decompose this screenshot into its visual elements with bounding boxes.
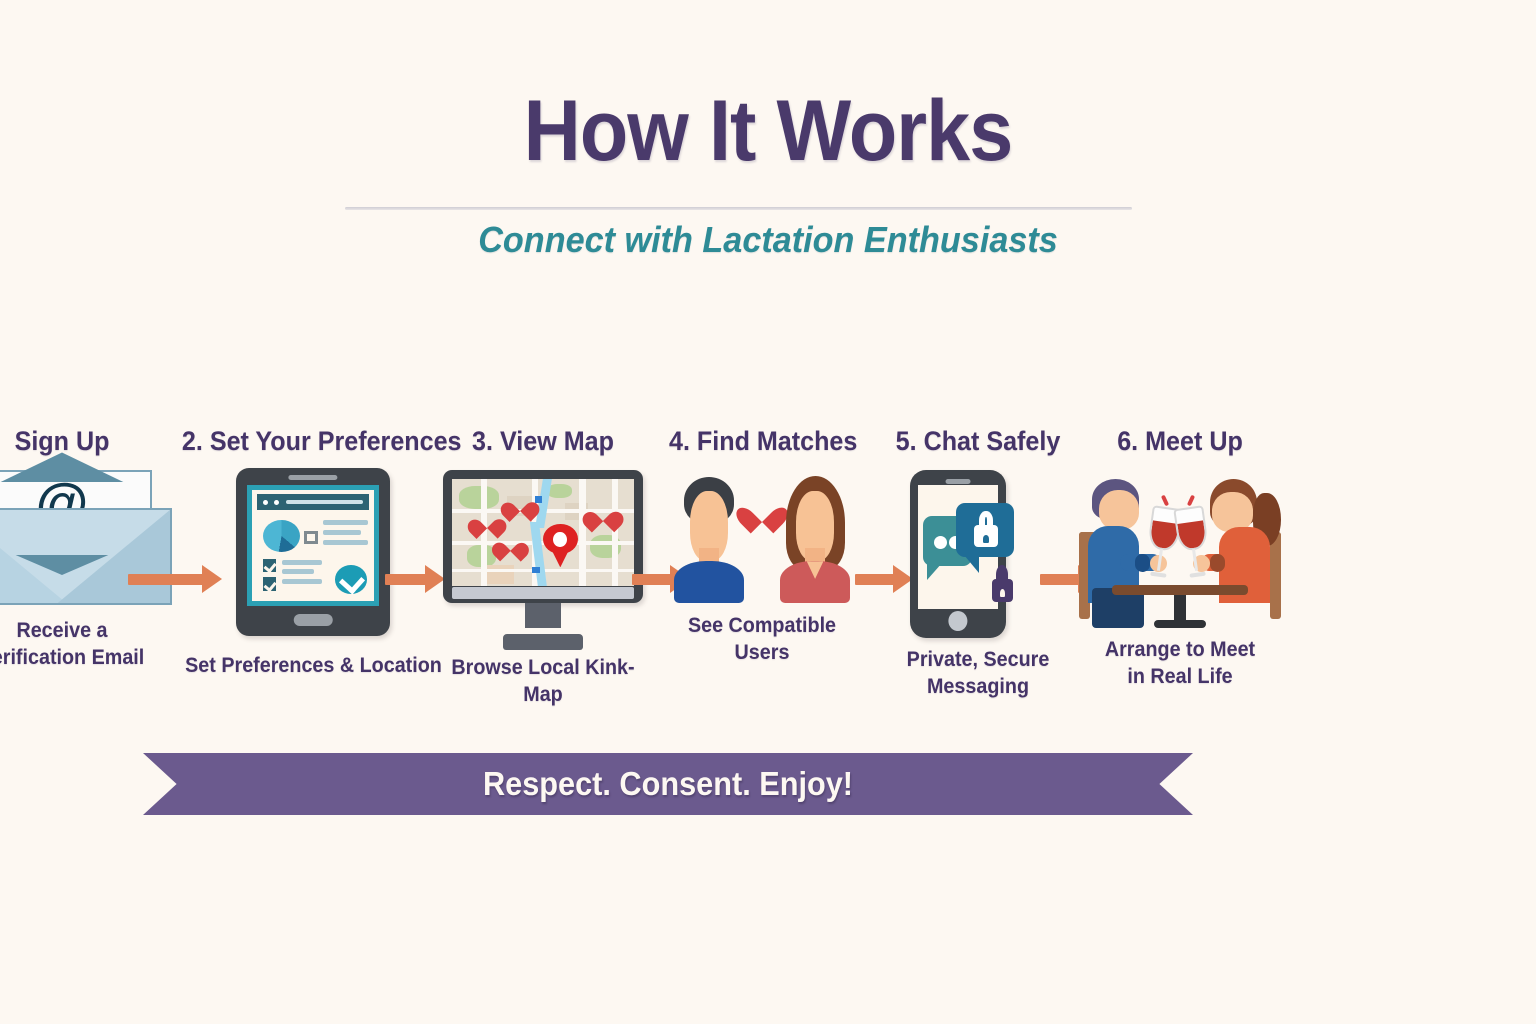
step-3-heading: 3. View Map: [472, 426, 614, 456]
match-heart-icon: [746, 496, 778, 529]
lock-icon-white: [973, 511, 999, 548]
step-2-caption: Set Preferences & Location: [185, 654, 442, 677]
chair-right: [1269, 531, 1281, 619]
toast-spark-left: [1160, 494, 1170, 507]
step-6-heading: 6. Meet Up: [1117, 426, 1243, 456]
map-heart-3: [496, 535, 525, 555]
tablet-home-button: [293, 614, 333, 626]
avatar-male: [672, 473, 746, 603]
step-6-caption-line2: in Real Life: [1127, 665, 1233, 688]
chat-bubble-blue-tail: [964, 554, 980, 573]
man-head: [1098, 490, 1140, 531]
page-title: How It Works: [523, 83, 1014, 179]
woman-sleeve-cuff: [1209, 553, 1225, 573]
map-screen: [452, 479, 634, 586]
step-5-caption-line1: Private, Secure: [906, 648, 1050, 671]
phone-screen: [917, 485, 1015, 610]
step-4-heading: 4. Find Matches: [669, 426, 858, 456]
step-1-sign-up: Sign Up @ Receive a Verification Email: [0, 415, 172, 715]
chat-bubble-blue: [956, 502, 1015, 558]
tablet-toolbar: [256, 494, 370, 510]
tablet-speaker: [288, 475, 338, 480]
toast-spark-right: [1186, 494, 1195, 507]
table-leg: [1173, 595, 1187, 622]
desktop-map-icon: [443, 470, 643, 650]
step-5-caption-line2: Messaging: [926, 675, 1030, 698]
map-heart-1: [472, 511, 503, 532]
step-5-chat-safely: 5. Chat Safely: [878, 415, 1078, 715]
checkbox-square: [304, 530, 318, 545]
ribbon-banner: [143, 753, 1193, 815]
two-users-heart-icon: [672, 473, 852, 603]
phone-chat-lock-icon: [910, 470, 1015, 638]
step-2-set-preferences: 2. Set Your Preferences: [172, 415, 462, 715]
avatar-female-shirt: [780, 561, 850, 603]
table-top: [1111, 584, 1249, 596]
tablet-icon: [236, 468, 390, 636]
confirm-check-icon: [335, 565, 367, 595]
phone-speaker: [945, 479, 971, 484]
ribbon-text: Respect. Consent. Enjoy!: [482, 765, 854, 802]
step-2-heading: 2. Set Your Preferences: [181, 426, 462, 456]
monitor-chin: [452, 587, 634, 600]
lock-icon-purple: [991, 564, 1013, 602]
map-location-pin: [543, 524, 578, 568]
checklist-item-1: [262, 558, 277, 572]
arrow-1: [128, 565, 222, 593]
page-subtitle: Connect with Lactation Enthusiasts: [478, 219, 1058, 260]
monitor-stand-neck: [525, 603, 561, 629]
avatar-male-shirt: [674, 561, 744, 603]
step-4-caption-line2: Users: [734, 641, 790, 664]
step-4-find-matches: 4. Find Matches See Compatible Users: [662, 415, 862, 715]
step-6-meet-up: 6. Meet Up: [1065, 415, 1295, 715]
table-base: [1154, 620, 1206, 628]
map-heart-2: [505, 494, 536, 515]
chair-left: [1079, 531, 1091, 619]
step-3-caption: Browse Local Kink-Map: [451, 656, 635, 706]
map-heart-4: [587, 503, 620, 525]
steps-row: Sign Up @ Receive a Verification Email 2…: [0, 415, 1536, 725]
arrow-4: [855, 565, 913, 593]
step-6-caption-line1: Arrange to Meet: [1104, 638, 1256, 661]
arrow-2: [385, 565, 445, 593]
step-1-caption-line2: Verification Email: [0, 646, 145, 669]
checklist-item-2: [262, 577, 277, 591]
step-1-heading: Sign Up: [14, 426, 110, 456]
step-3-view-map: 3. View Map: [443, 415, 643, 715]
envelope-flap: [0, 452, 124, 483]
chat-bubble-teal-tail: [927, 563, 943, 581]
monitor-stand-foot: [503, 633, 583, 650]
infographic-header: How It Works Connect with Lactation Enth…: [0, 0, 1536, 300]
step-5-heading: 5. Chat Safely: [895, 426, 1061, 456]
avatar-female: [778, 473, 852, 603]
avatar-female-vneck: [806, 561, 824, 579]
tablet-ui: [251, 489, 375, 601]
man-sleeve-cuff: [1135, 553, 1151, 573]
monitor-bezel: [443, 470, 643, 604]
title-divider: [345, 207, 1132, 210]
step-1-caption-line1: Receive a: [16, 619, 108, 642]
couple-toasting-icon: [1073, 473, 1287, 628]
step-4-caption-line1: See Compatible: [687, 614, 837, 637]
tablet-screen: [246, 484, 380, 606]
wine-glass-right: [1173, 505, 1212, 578]
woman-head: [1212, 491, 1253, 532]
phone-home-button: [948, 611, 968, 631]
pie-chart: [262, 519, 300, 552]
envelope-body: [0, 507, 172, 605]
